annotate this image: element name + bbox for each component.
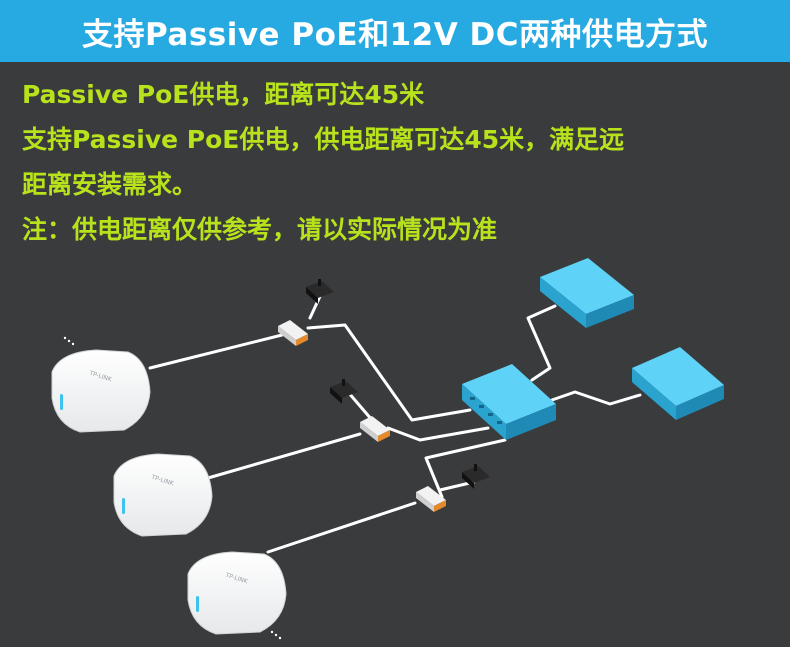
cable-ap1-injector1 [148,333,284,370]
cable-ap3-injector3 [266,501,417,554]
access-point-2: TP-LINK [113,453,213,537]
power-adapter-2 [330,379,358,404]
power-adapter-1 [306,279,334,304]
feature-note: 注：供电距离仅供参考，请以实际情况为准 [22,215,498,244]
switch-main [462,364,556,440]
feature-heading: Passive PoE供电，距离可达45米 [22,80,425,109]
feature-description-line-2: 距离安装需求。 [22,170,198,199]
banner-title: 支持Passive PoE和12V DC两种供电方式 [82,16,708,53]
cable-injector3-switch [424,438,507,499]
switch-right [632,347,724,420]
cable-injector2-switch [386,426,490,442]
cable-ap2-injector2 [206,432,362,480]
power-adapter-3 [462,464,490,489]
description-block: Passive PoE供电，距离可达45米 支持Passive PoE供电，供电… [22,72,782,252]
cable-switch-right [550,390,642,406]
cable-switch-upper [526,304,557,382]
access-point-3: TP-LINK [187,551,287,640]
feature-description-line-1: 支持Passive PoE供电，供电距离可达45米，满足远 [22,125,625,154]
switch-upper-right [540,258,634,328]
access-point-1: TP-LINK [51,336,151,433]
network-cables [148,290,642,554]
poe-injector-2 [360,416,390,442]
cable-adapter2 [346,390,374,422]
cable-injector1-switch [306,323,472,422]
top-banner: 支持Passive PoE和12V DC两种供电方式 [0,0,790,62]
poe-network-diagram: TP-LINK TP-LINK TP-LINK [51,258,724,640]
poe-injector-3 [416,486,446,512]
poe-injector-1 [278,320,308,346]
